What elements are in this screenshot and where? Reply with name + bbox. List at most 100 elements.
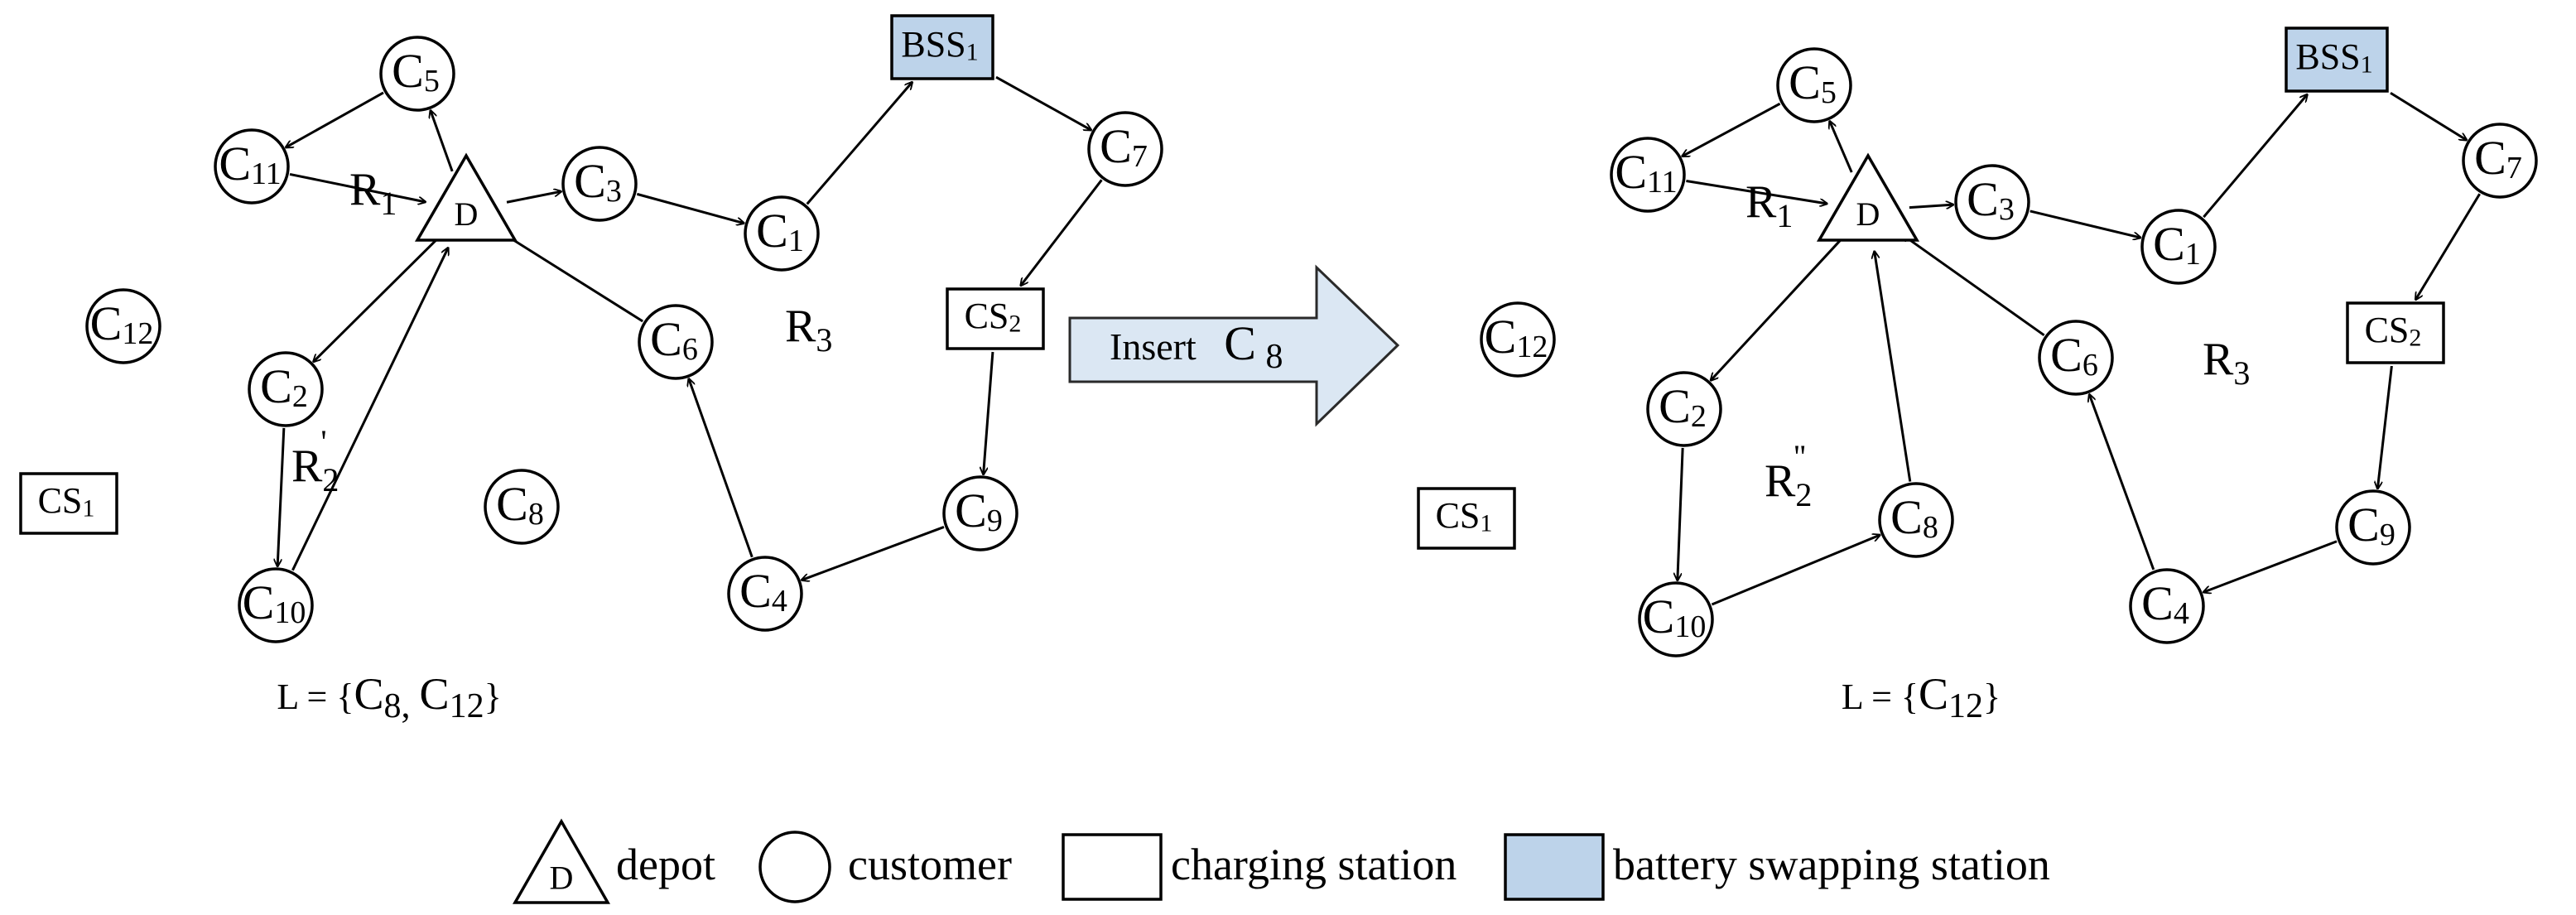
left-node-c5-circle	[379, 36, 455, 112]
left-node-c9: C9	[942, 475, 1018, 551]
left-node-c11-circle	[214, 128, 290, 205]
left-edge-d-to-c5	[431, 110, 454, 172]
right-edge-d-to-c3	[1909, 205, 1953, 208]
right-node-cs2-label: CS2	[2365, 310, 2422, 352]
left-node-c10-label: C10	[243, 575, 306, 630]
left-node-c10-circle	[238, 567, 314, 643]
left-edge-d-to-c2	[313, 238, 438, 362]
left-node-c8-label: C8	[496, 477, 544, 532]
left-node-c12-label: C12	[90, 296, 154, 351]
right-node-c4-circle	[2129, 568, 2205, 644]
insert-arrow-shape	[1068, 264, 1400, 427]
right-node-c7-label: C7	[2474, 131, 2522, 185]
left-node-c1: C1	[744, 195, 820, 272]
right-edge-c2-to-c10	[1678, 447, 1684, 580]
left-node-c6-circle	[638, 304, 714, 380]
right-node-c2-circle	[1646, 371, 1722, 447]
left-edge-c11-to-d	[289, 172, 426, 202]
left-node-c11-label: C11	[219, 137, 281, 191]
left-node-c2-label: C2	[260, 359, 308, 414]
right-edge-c9-to-c4	[2203, 540, 2338, 592]
left-route-label-r3: R3	[785, 301, 832, 359]
left-node-c9-label: C9	[955, 484, 1003, 538]
right-edge-c10-to-c8	[1711, 535, 1880, 606]
left-node-c2: C2	[248, 351, 324, 427]
left-node-c3-label: C3	[574, 154, 622, 209]
right-node-c11-label: C11	[1615, 145, 1677, 200]
right-node-c6-label: C6	[2050, 328, 2098, 383]
left-node-bss1: BSS1	[890, 14, 994, 80]
right-node-cs1: CS1	[1417, 487, 1516, 550]
right-node-c12: C12	[1480, 301, 1556, 378]
right-node-c6: C6	[2038, 320, 2114, 396]
left-node-bss1-box	[890, 14, 994, 80]
left-edge-c4-to-c6	[689, 378, 754, 558]
left-node-c1-label: C1	[756, 204, 804, 258]
right-edge-c7-to-cs2	[2415, 193, 2481, 300]
left-edge-c6-to-d	[501, 233, 644, 323]
right-node-c1-label: C1	[2153, 217, 2201, 272]
left-edge-bss1-to-c7	[995, 75, 1091, 130]
right-node-d-label: D	[1856, 195, 1880, 233]
left-route-label-r2: R2'	[291, 423, 339, 498]
legend-item-charging: charging station	[1062, 833, 1457, 901]
right-node-d-triangle	[1816, 152, 1920, 242]
left-node-cs2: CS2	[946, 287, 1045, 350]
left-node-c6: C6	[638, 304, 714, 380]
left-node-c12-circle	[85, 288, 161, 364]
left-node-c12: C12	[85, 288, 161, 364]
right-node-c9-circle	[2335, 489, 2411, 566]
left-node-c11: C11	[214, 128, 290, 205]
left-node-c1-circle	[744, 195, 820, 272]
right-node-c12-label: C12	[1485, 310, 1548, 364]
right-edge-c11-to-d	[1686, 180, 1827, 205]
left-node-c2-circle	[248, 351, 324, 427]
right-node-c3-label: C3	[1967, 172, 2015, 227]
right-node-c1: C1	[2140, 209, 2217, 285]
left-node-bss1-label: BSS1	[901, 24, 978, 66]
right-node-c4: C4	[2129, 568, 2205, 644]
left-edge-c5-to-c11	[286, 91, 384, 147]
right-node-c11-circle	[1610, 137, 1686, 213]
right-node-c2-label: C2	[1659, 379, 1707, 434]
left-node-c6-label: C6	[650, 312, 698, 367]
legend-depot-label: depot	[616, 840, 715, 889]
left-edge-c7-to-cs2	[1021, 179, 1103, 286]
legend-depot-symbol-label: D	[550, 860, 574, 897]
right-node-cs2: CS2	[2346, 301, 2445, 364]
right-node-c12-circle	[1480, 301, 1556, 378]
left-candidate-list: L = {C8, C12}	[277, 669, 501, 725]
left-node-d: D	[414, 152, 518, 242]
right-edge-c1-to-bss1	[2203, 94, 2307, 219]
legend-battery-swapping-symbol	[1504, 833, 1605, 901]
right-node-c3: C3	[1954, 164, 2030, 240]
left-node-cs1-label: CS1	[38, 480, 95, 523]
right-node-c6-circle	[2038, 320, 2114, 396]
left-node-c5-label: C5	[392, 44, 440, 99]
left-edge-cs2-to-c9	[984, 351, 994, 474]
left-node-c3: C3	[561, 146, 638, 222]
right-edges	[1678, 91, 2481, 606]
legend-charging-label: charging station	[1171, 840, 1457, 889]
right-node-c5-label: C5	[1789, 55, 1837, 110]
left-node-cs2-label: CS2	[965, 296, 1022, 338]
right-node-c5-circle	[1776, 47, 1852, 123]
left-node-c7-label: C7	[1100, 119, 1148, 174]
left-edges	[277, 75, 1103, 580]
right-edge-c3-to-c1	[2030, 209, 2141, 238]
left-node-cs1: CS1	[19, 472, 118, 535]
right-edge-cs2-to-c9	[2377, 365, 2393, 489]
left-edge-c1-to-bss1	[806, 82, 912, 205]
left-node-cs2-box	[946, 287, 1045, 350]
right-node-c10-circle	[1638, 581, 1714, 657]
right-route-label-r2: R2''	[1765, 438, 1812, 513]
left-node-c9-circle	[942, 475, 1018, 551]
left-node-c4-circle	[727, 556, 803, 632]
legend-customer-symbol	[758, 831, 831, 903]
